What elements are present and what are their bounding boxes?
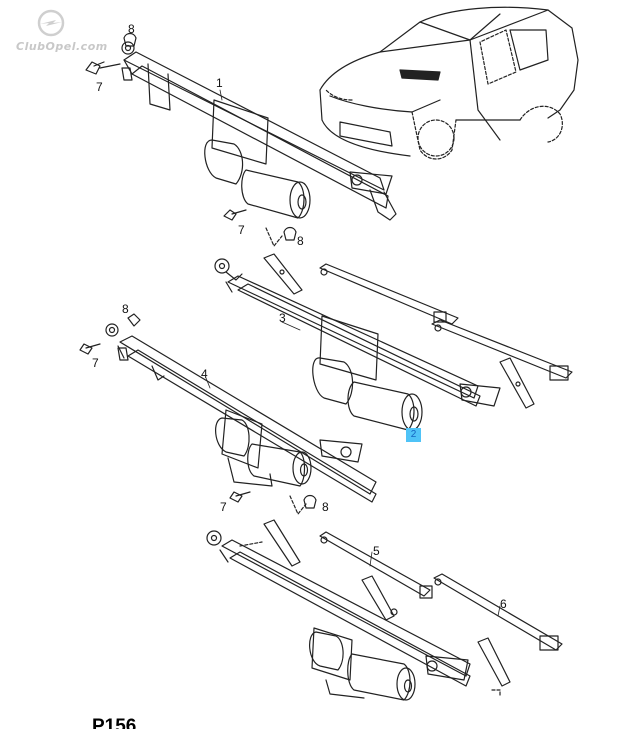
wiper-assembly-3: [214, 253, 573, 431]
callout-8-top: 8: [128, 22, 135, 36]
callout-6: 6: [500, 597, 507, 611]
car-outline-illustration: [319, 6, 579, 160]
callout-5: 5: [373, 544, 380, 558]
callout-4: 4: [201, 367, 208, 381]
highlighted-callout-2: 2: [406, 428, 421, 442]
callout-7-assembly1: 7: [238, 223, 245, 237]
callout-8-bottom: 8: [322, 500, 329, 514]
callout-1: 1: [216, 76, 223, 90]
opel-logo-watermark: [37, 9, 65, 37]
watermark-text: ClubOpel.com: [16, 40, 108, 53]
page-code: P156: [92, 716, 137, 729]
callout-3: 3: [279, 311, 286, 325]
callout-7-assembly4: 7: [92, 356, 99, 370]
callout-8-assembly1: 8: [297, 234, 304, 248]
callout-leaders: [205, 89, 501, 617]
callout-8-assembly4: 8: [122, 302, 129, 316]
wiper-assembly-1: [85, 32, 397, 247]
callout-7-bottom: 7: [220, 500, 227, 514]
callout-7-top: 7: [96, 80, 103, 94]
wiper-assembly-5-6: [206, 519, 563, 701]
wiper-assembly-4: [79, 313, 377, 515]
